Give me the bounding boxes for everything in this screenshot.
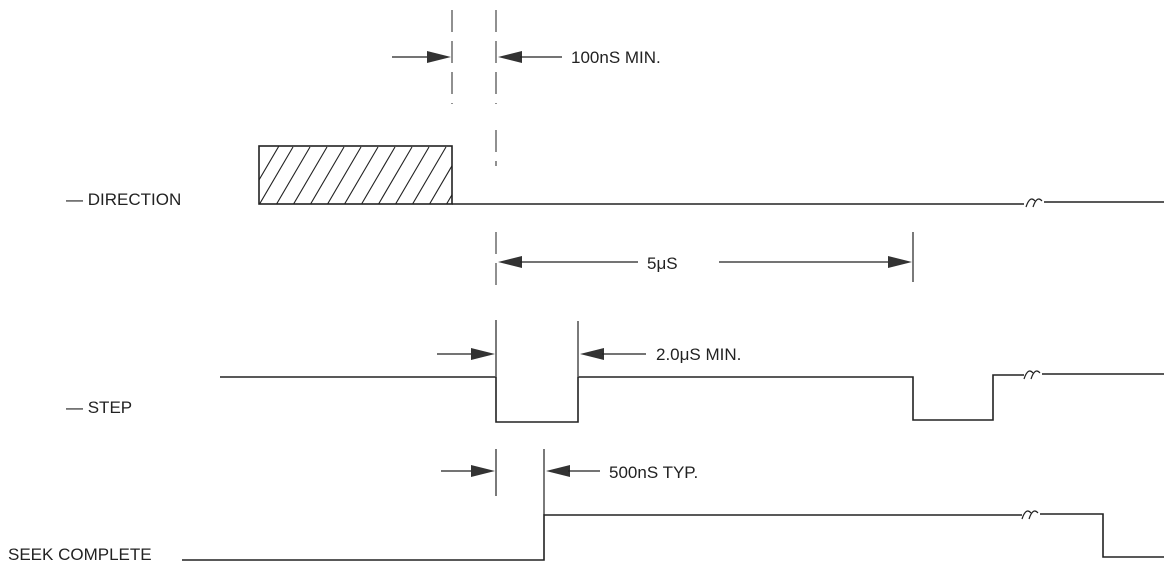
arrow-left-icon — [498, 51, 522, 63]
step-period-dimension: 5μS — [495, 232, 914, 288]
seek-complete-label: SEEK COMPLETE — [8, 545, 152, 564]
arrow-left-icon — [546, 465, 570, 477]
hatch-pattern — [259, 146, 452, 204]
step-label: — STEP — [66, 398, 132, 417]
break-mark-icon — [1025, 198, 1043, 208]
arrow-right-icon — [888, 256, 912, 268]
step-waveform — [220, 374, 1024, 423]
break-mark-icon — [1023, 370, 1041, 380]
reference-guides — [451, 10, 497, 166]
direction-setup-label: 100nS MIN. — [571, 48, 661, 67]
seek-delay-dimension: 500nS TYP. — [441, 449, 698, 515]
step-signal: — STEP — [66, 370, 1164, 423]
arrow-left-icon — [498, 256, 522, 268]
arrow-right-icon — [427, 51, 451, 63]
direction-label: — DIRECTION — [66, 190, 181, 209]
direction-setup-dimension: 100nS MIN. — [392, 48, 661, 67]
seek-complete-waveform — [182, 514, 1022, 561]
arrow-right-icon — [471, 465, 495, 477]
break-mark-icon — [1021, 510, 1039, 520]
arrow-left-icon — [580, 348, 604, 360]
arrow-right-icon — [471, 348, 495, 360]
step-width-dimension: 2.0μS MIN. — [437, 320, 741, 376]
step-period-label: 5μS — [647, 254, 678, 273]
seek-delay-label: 500nS TYP. — [609, 463, 698, 482]
seek-complete-waveform-continued — [1040, 513, 1164, 558]
direction-signal: — DIRECTION — [66, 145, 1164, 209]
step-width-label: 2.0μS MIN. — [656, 345, 741, 364]
seek-complete-signal: SEEK COMPLETE — [8, 510, 1164, 564]
